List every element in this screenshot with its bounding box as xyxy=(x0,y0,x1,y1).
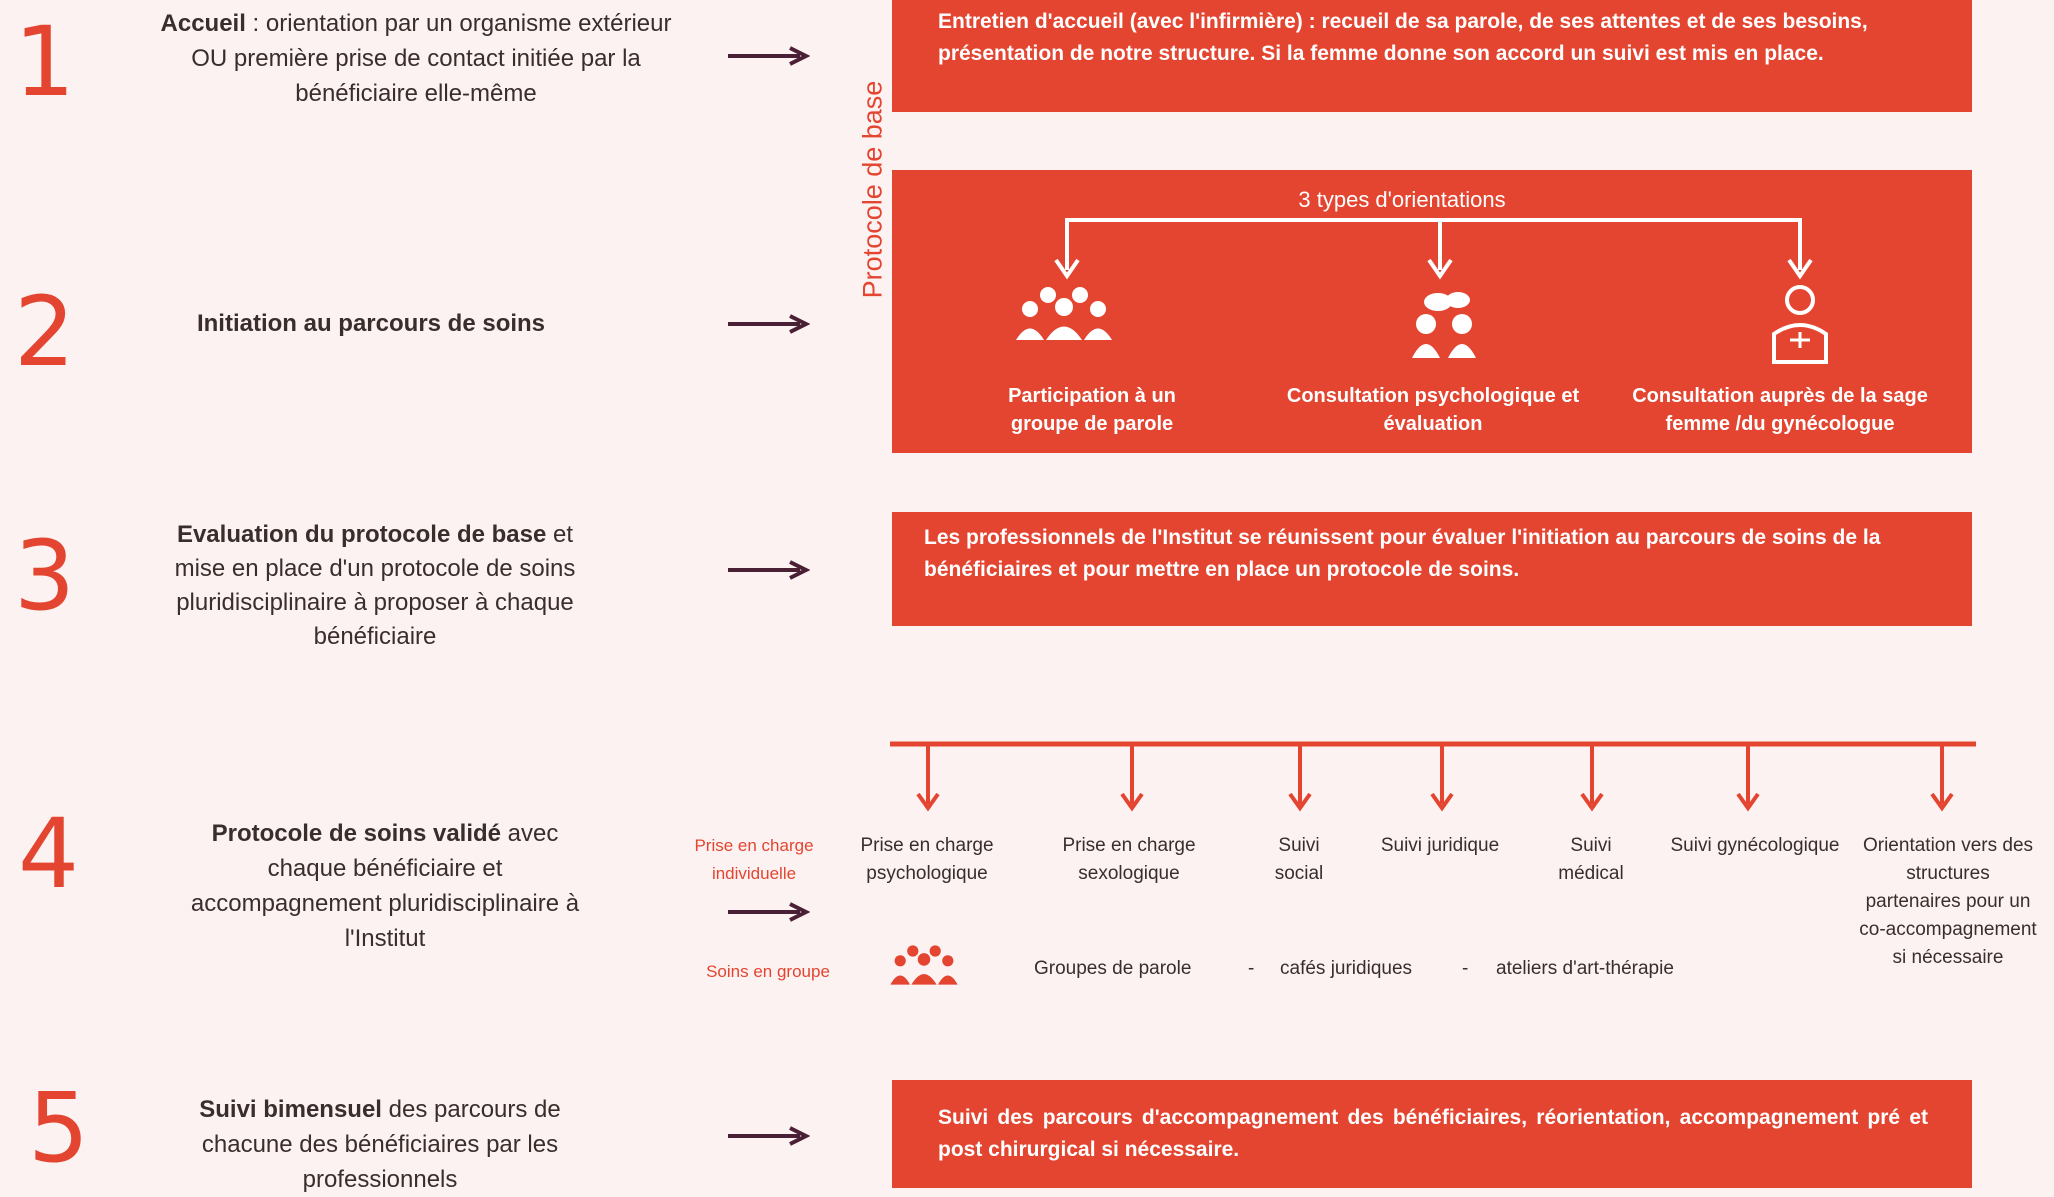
group-separator: - xyxy=(1462,958,1469,979)
arrow-icon xyxy=(728,902,810,922)
arrow-icon xyxy=(728,1126,810,1146)
arrow-icon xyxy=(728,46,810,66)
step-5-title: Suivi bimensuel xyxy=(199,1096,382,1123)
step-1-text: : orientation par un organisme extérieur… xyxy=(191,10,672,107)
group-icon xyxy=(890,945,958,985)
step-number-3: 3 xyxy=(14,520,76,632)
step-description-4: Protocole de soins validé avec chaque bé… xyxy=(180,816,590,956)
follow-up-text: Suivi des parcours d'accompagnement des … xyxy=(938,1106,1928,1161)
doctor-icon xyxy=(1772,285,1828,364)
step-number-1: 1 xyxy=(14,6,76,118)
service-orientation-partenaires: Orientation vers des structures partenai… xyxy=(1859,835,2037,968)
step-description-3: Evaluation du protocole de base et mise … xyxy=(150,518,600,654)
protocole-de-base-label: Protocole de base xyxy=(857,80,888,299)
group-separator: - xyxy=(1248,958,1255,979)
service-psychologique: Prise en charge psychologique xyxy=(860,835,994,884)
group-icon xyxy=(1016,287,1112,340)
individual-care-label: Prise en charge individuelle xyxy=(694,836,814,883)
step-description-2: Initiation au parcours de soins xyxy=(146,306,596,341)
evaluation-text: Les professionnels de l'Institut se réun… xyxy=(924,526,1881,581)
evaluation-box: Les professionnels de l'Institut se réun… xyxy=(892,512,1972,626)
orientations-box: 3 types d'orientations Participation à u… xyxy=(892,170,1972,453)
step-number-2: 2 xyxy=(14,276,76,388)
step-2-title: Initiation au parcours de soins xyxy=(196,310,546,337)
step-3-title: Evaluation du protocole de base xyxy=(176,521,547,548)
group-item-groupes-de-parole: Groupes de parole xyxy=(1034,958,1192,979)
arrow-icon xyxy=(728,560,810,580)
follow-up-box: Suivi des parcours d'accompagnement des … xyxy=(892,1080,1972,1188)
service-medical: Suivi médical xyxy=(1558,835,1624,884)
orientation-option-gynecology: Consultation auprès de la sage femme /du… xyxy=(1632,385,1928,435)
orientation-connector xyxy=(1054,218,1813,280)
step-4-title: Protocole de soins validé xyxy=(211,820,502,847)
orientations-heading: 3 types d'orientations xyxy=(1298,187,1506,212)
services-connector xyxy=(890,741,1976,812)
step-number-5: 5 xyxy=(28,1072,90,1184)
welcome-interview-text: Entretien d'accueil (avec l'infirmière) … xyxy=(938,10,1868,65)
step-5-text: des parcours de chacune des bénéficiaire… xyxy=(201,1096,561,1193)
service-juridique: Suivi juridique xyxy=(1380,835,1500,856)
orientation-option-psychology: Consultation psychologique et évaluation xyxy=(1286,385,1580,435)
group-care-label: Soins en groupe xyxy=(706,962,830,981)
welcome-interview-box: Entretien d'accueil (avec l'infirmière) … xyxy=(892,0,1972,112)
arrow-icon xyxy=(728,314,810,334)
step-3-text: et mise en place d'un protocole de soins… xyxy=(174,521,576,650)
step-description-5: Suivi bimensuel des parcours de chacune … xyxy=(160,1092,600,1197)
group-item-ateliers-art-therapie: ateliers d'art-thérapie xyxy=(1496,958,1674,979)
service-social: Suivi social xyxy=(1274,835,1324,884)
service-sexologique: Prise en charge sexologique xyxy=(1062,835,1196,884)
step-1-title: Accueil xyxy=(160,10,246,37)
service-gynecologique: Suivi gynécologique xyxy=(1670,835,1840,856)
conversation-icon xyxy=(1412,292,1476,358)
group-item-cafes-juridiques: cafés juridiques xyxy=(1280,958,1413,979)
step-number-4: 4 xyxy=(18,798,80,910)
orientation-option-group: Participation à un groupe de parole xyxy=(1008,385,1176,435)
step-description-1: Accueil : orientation par un organisme e… xyxy=(146,6,686,111)
step-4-text: avec chaque bénéficiaire et accompagneme… xyxy=(190,820,580,952)
